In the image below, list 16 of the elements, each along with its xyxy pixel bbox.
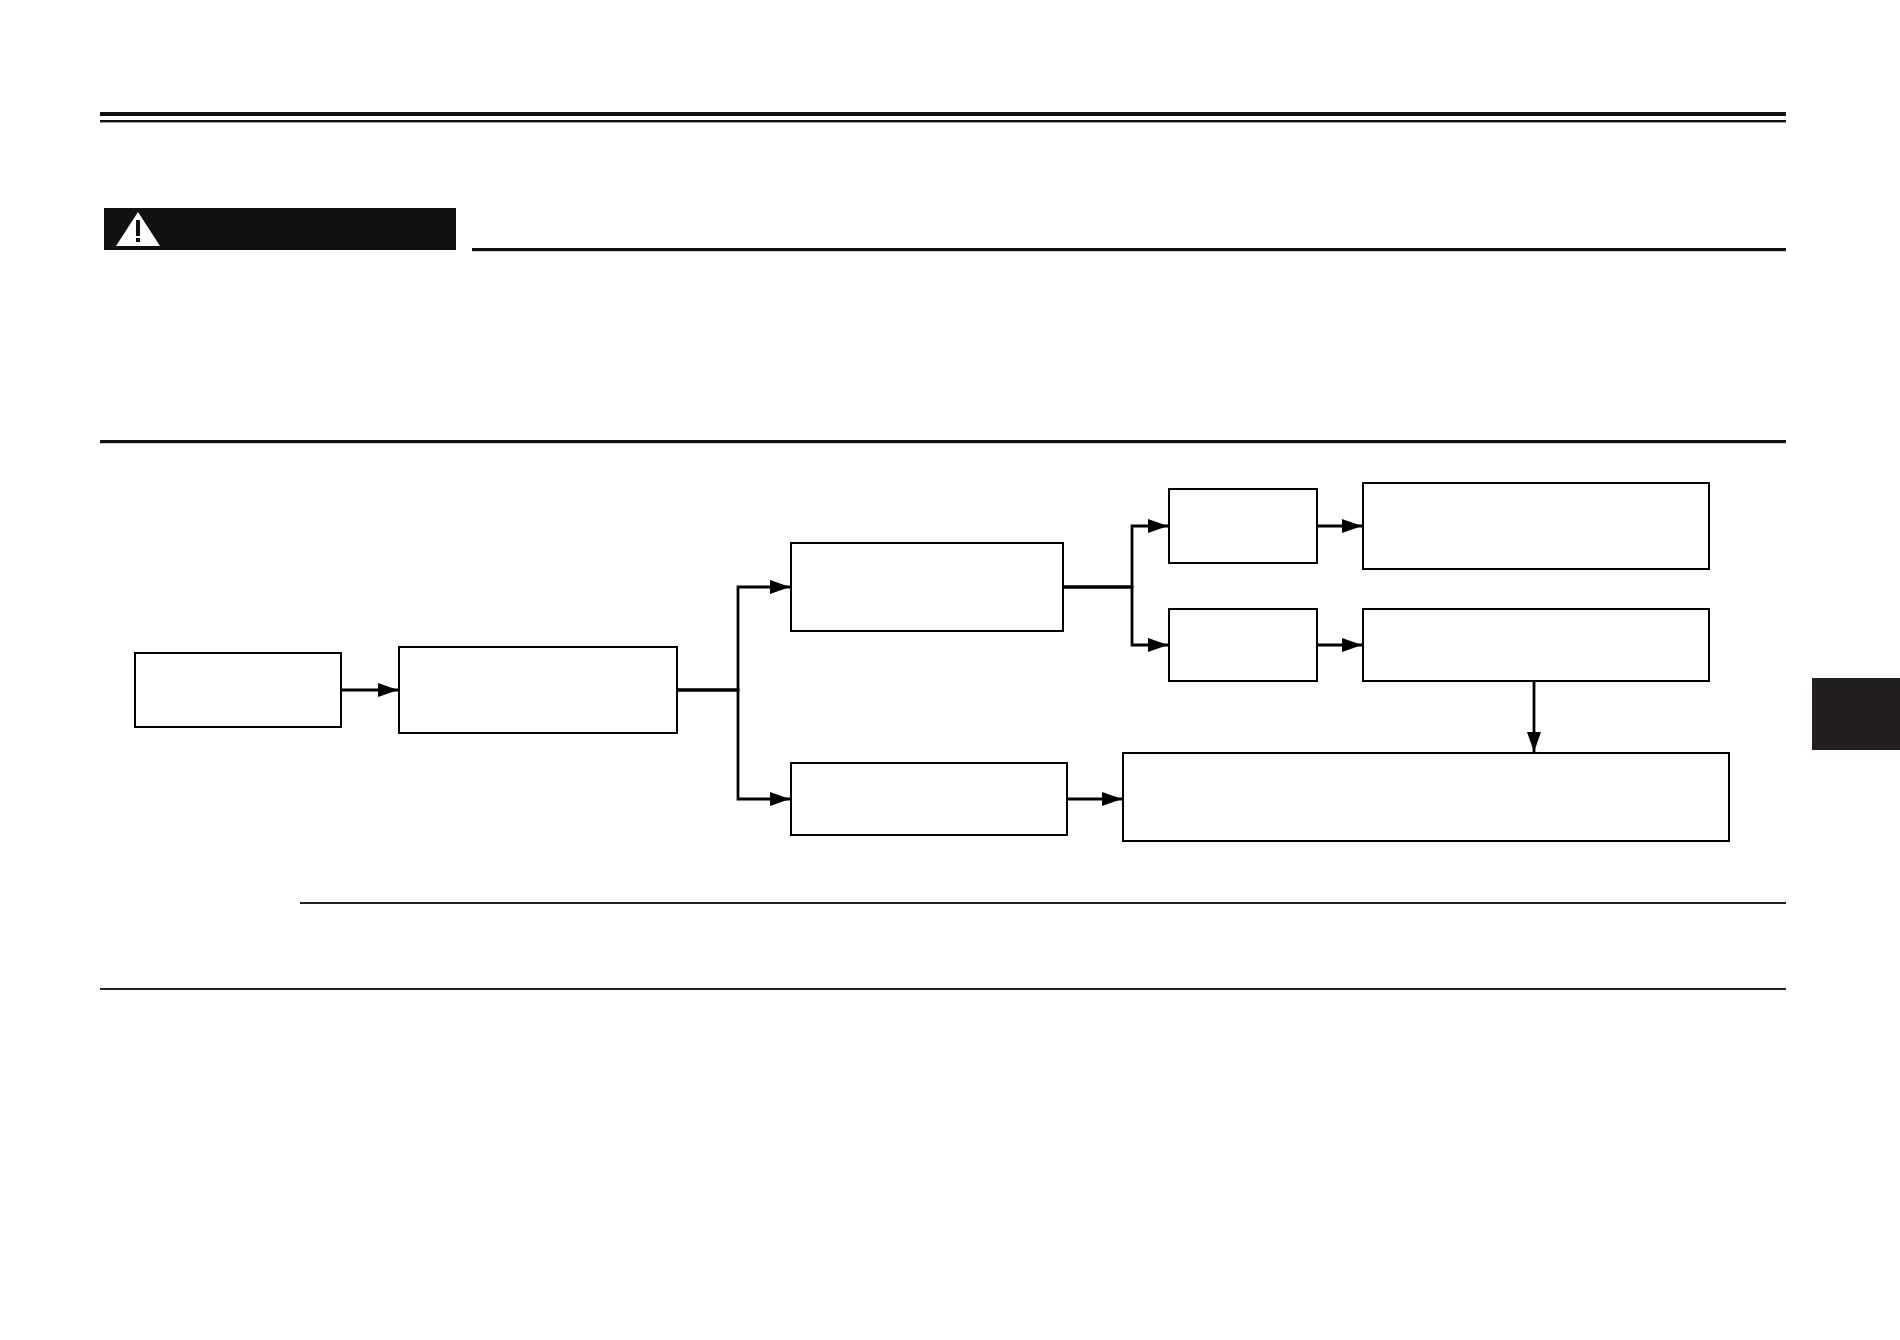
process-box	[790, 542, 1064, 632]
arrow	[1068, 792, 1122, 806]
arrow	[678, 688, 790, 806]
arrow	[1064, 585, 1168, 652]
process-box	[790, 762, 1068, 836]
process-box	[398, 646, 678, 734]
arrow	[342, 683, 398, 697]
arrow	[1318, 519, 1362, 533]
process-box	[1122, 752, 1730, 842]
process-box	[134, 652, 342, 728]
process-box	[1168, 488, 1318, 564]
arrow	[1527, 682, 1541, 752]
process-box	[1362, 482, 1710, 570]
process-box	[1168, 608, 1318, 682]
arrow	[1318, 638, 1362, 652]
process-box	[1362, 608, 1710, 682]
